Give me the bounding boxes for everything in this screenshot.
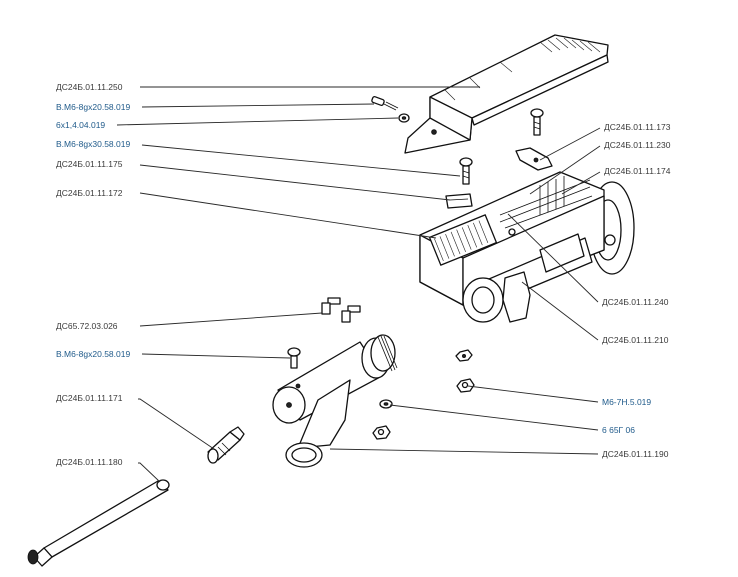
nut-small [455,349,473,362]
label-6-65g-06: 6 65Г 06 [602,425,635,435]
leader-175 [139,164,451,201]
washer-6 [379,399,393,409]
nut-lower [372,425,391,440]
screw-top-left [371,96,399,111]
leader-240 [507,213,599,303]
label-ds24b-01-11-230: ДС24Б.01.11.230 [604,140,671,150]
leader-6x1-4 [116,117,399,126]
label-ds24b-01-11-174: ДС24Б.01.11.174 [604,166,671,176]
leader-6-65g [389,404,599,431]
label-v-m6-8x30: В.М6-8gх30.58.019 [56,139,130,149]
label-ds65-72-03-026: ДС65.72.03.026 [56,321,118,331]
label-v-m6-8x20-top: В.М6-8gх20.58.019 [56,102,130,112]
leader-m6-7n [467,385,599,403]
leader-v-m6-mid [141,353,291,359]
bracket-part [445,193,473,209]
pin-part-lower [341,305,361,323]
leader-172 [139,192,437,239]
fitting-part [207,426,245,464]
label-ds24b-01-11-250: ДС24Б.01.11.250 [56,82,123,92]
leader-026 [139,312,323,327]
label-v-m6-8x20-mid: В.М6-8gх20.58.019 [56,349,130,359]
nut-m6 [456,378,475,393]
main-housing-part [419,171,635,323]
leader-210 [521,281,599,341]
screw-mid-left [459,157,473,185]
y-pipe-part [272,334,398,468]
labels: ДС24Б.01.11.250 В.М6-8gх20.58.019 6х1,4.… [56,82,671,467]
leader-190 [329,448,599,455]
label-ds24b-01-11-210: ДС24Б.01.11.210 [602,335,669,345]
screw-y-pipe [287,347,301,369]
parts-layer [27,34,635,567]
label-ds24b-01-11-171: ДС24Б.01.11.171 [56,393,123,403]
label-6x1-4-04-019: 6х1,4.04.019 [56,120,105,130]
top-cover-part [404,34,609,154]
leader-v-m6-30 [141,144,461,177]
label-ds24b-01-11-175: ДС24Б.01.11.175 [56,159,123,169]
rod-part [27,479,170,567]
label-ds24b-01-11-190: ДС24Б.01.11.190 [602,449,669,459]
label-ds24b-01-11-240: ДС24Б.01.11.240 [602,297,669,307]
leader-v-m6-top [141,103,375,108]
leader-180 [138,462,161,483]
washer-top-left [398,113,410,123]
leader-171 [138,398,215,450]
leader-230 [529,145,601,195]
label-ds24b-01-11-172: ДС24Б.01.11.172 [56,188,123,198]
pin-part-upper [321,297,341,315]
clip-part [515,147,553,171]
screw-top-right [530,108,544,136]
label-m6-7n-5-019: М6-7Н.5.019 [602,397,651,407]
leader-174 [561,171,601,195]
label-ds24b-01-11-173: ДС24Б.01.11.173 [604,122,671,132]
leader-173 [539,127,601,161]
label-ds24b-01-11-180: ДС24Б.01.11.180 [56,457,123,467]
leader-lines [116,86,601,483]
